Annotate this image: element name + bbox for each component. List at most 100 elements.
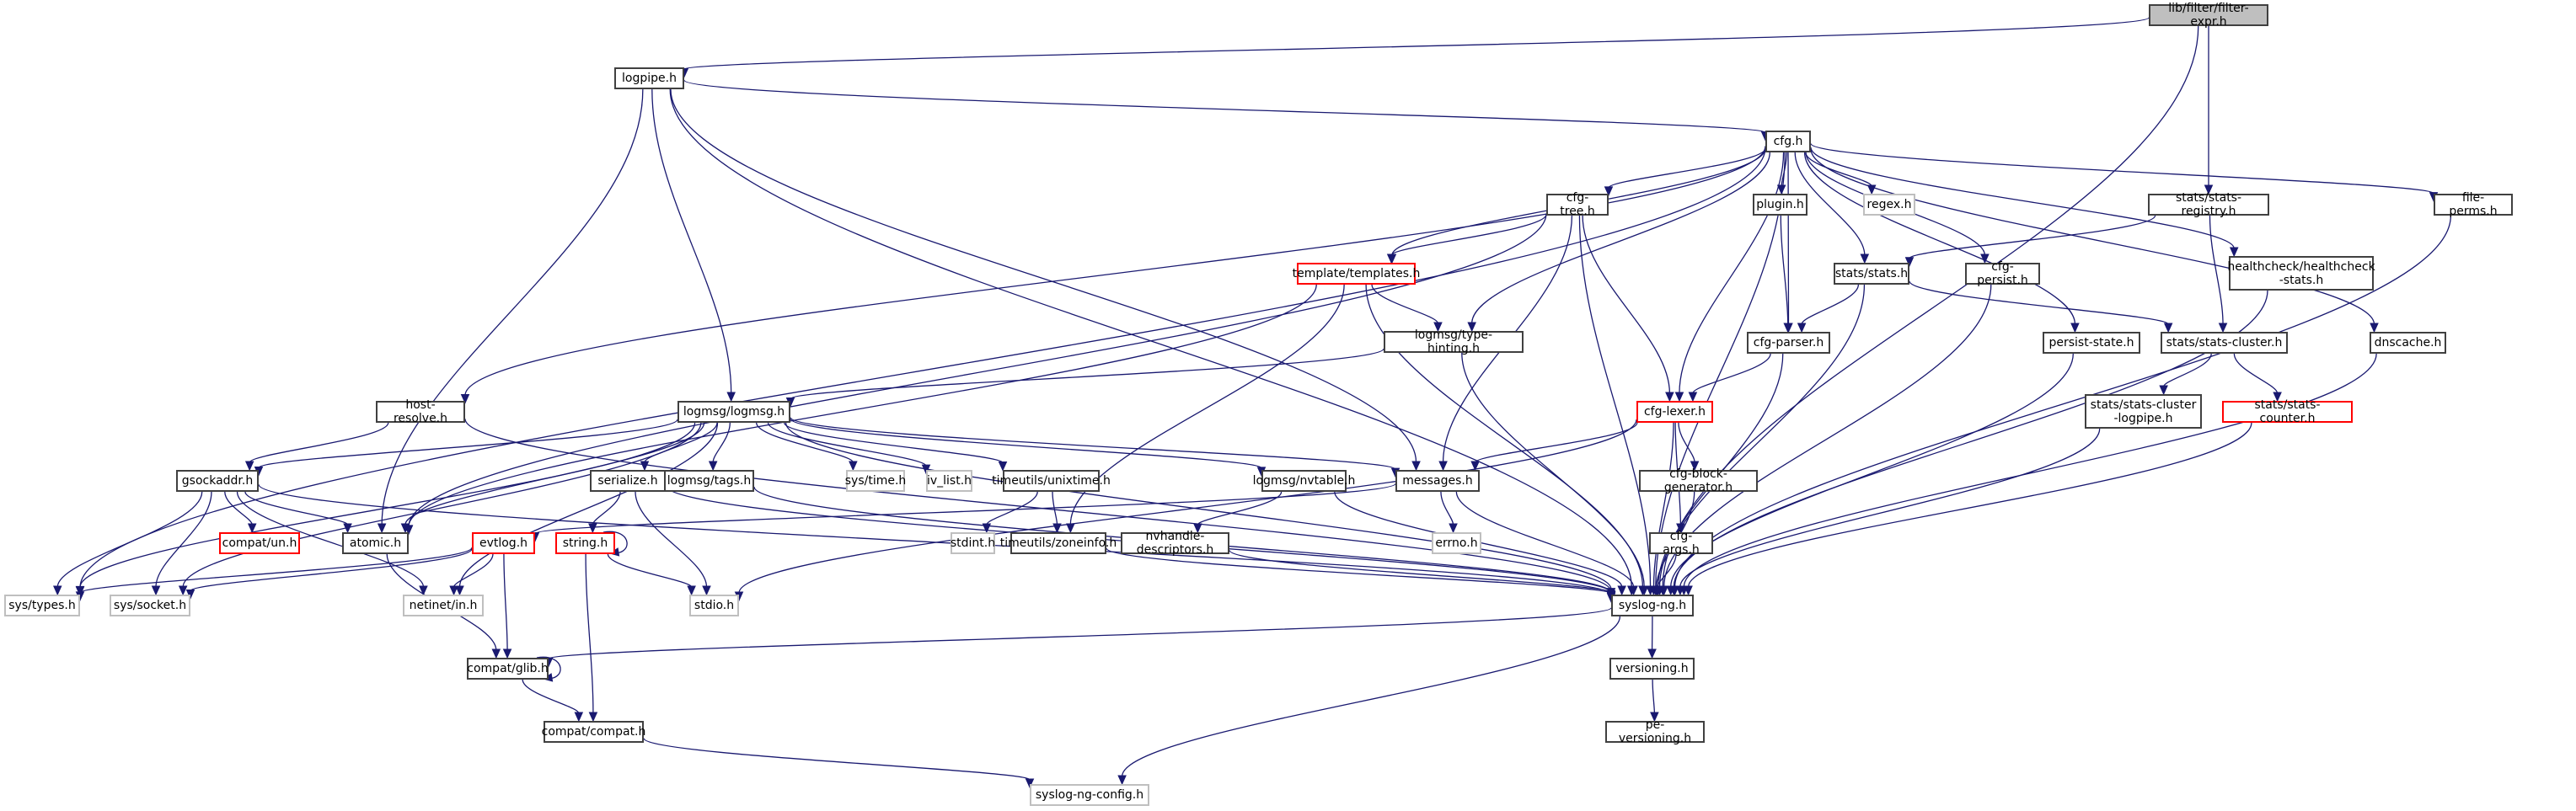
edge-cfg-h-to-stats-stats-h-arrowhead [1860,253,1870,264]
graph-node-compat-un-h[interactable]: compat/un.h [219,532,300,554]
edge-stats-stats-cluster-h-to-stats-stats-counter-h-arrowhead [2273,392,2282,403]
edge-evtlog-h-to-sys-types-h [79,547,473,594]
node-label: cfg-block-generator.h [1663,467,1733,494]
graph-node-stats-stats-registry-h[interactable]: stats/stats-registry.h [2148,191,2269,218]
graph-node-cfg-h[interactable]: cfg.h [1765,131,1811,152]
edge-cfg-h-to-cfg-lexer-h-arrowhead [1674,392,1684,403]
edge-plugin-h-to-cfg-parser-h [1780,215,1789,325]
graph-node-logmsg-type-hinting-h[interactable]: logmsg/type-hinting.h [1384,328,1524,355]
graph-node-cfg-parser-h[interactable]: cfg-parser.h [1747,332,1830,354]
graph-node-pe-versioning-h[interactable]: pe-versioning.h [1605,718,1705,745]
graph-node-dnscache-h[interactable]: dnscache.h [2370,332,2446,354]
node-label: compat/glib.h [467,662,549,675]
edge-logmsg-logmsg-h-to-timeutils-unixtime-h-arrowhead [998,461,1008,472]
node-label: versioning.h [1615,662,1689,675]
graph-node-stats-stats-cluster-logpipe-h[interactable]: stats/stats-cluster -logpipe.h [2085,394,2202,429]
graph-node-cfg-args-h[interactable]: cfg-args.h [1649,530,1713,557]
edge-messages-h-to-errno-h-arrowhead [1449,523,1458,534]
edge-logmsg-logmsg-h-to-serialize-h-arrowhead [640,461,650,472]
edge-template-templates-h-to-logmsg-type-hinting-h [1371,284,1439,324]
edge-cfg-h-to-plugin-h-arrowhead [1776,184,1786,195]
edge-logmsg-logmsg-h-to-logmsg-tags-h-arrowhead [708,461,718,472]
edge-logmsg-logmsg-h-to-iv-list-h [767,422,927,467]
node-label: stats/stats-counter.h [2254,398,2321,425]
edge-template-templates-h-to-timeutils-zoneinfo-h-arrowhead [1066,523,1075,534]
graph-node-healthcheck-healthcheck-stats-h[interactable]: healthcheck/healthcheck -stats.h [2227,256,2375,291]
graph-node-plugin-h[interactable]: plugin.h [1753,194,1807,216]
edge-stats-stats-h-to-cfg-parser-h-arrowhead [1797,323,1807,333]
graph-node-stats-stats-h[interactable]: stats/stats.h [1834,263,1909,285]
graph-node-host-resolve-h[interactable]: host-resolve.h [376,398,465,425]
node-label: cfg-args.h [1663,530,1700,557]
graph-node-stats-stats-counter-h[interactable]: stats/stats-counter.h [2222,398,2353,425]
edge-logpipe-h-to-messages-h [670,88,1417,463]
edge-logmsg-logmsg-h-to-sys-time-h-arrowhead [849,461,858,472]
node-label: logmsg/logmsg.h [683,405,785,419]
edge-gsockaddr-h-to-netinet-in-h-arrowhead [419,585,428,596]
graph-node-messages-h[interactable]: messages.h [1395,470,1480,492]
node-label: lib/filter/filter-expr.h [2168,2,2249,29]
graph-node-template-templates-h[interactable]: template/templates.h [1293,263,1420,285]
graph-node-logmsg-tags-h[interactable]: logmsg/tags.h [664,470,754,492]
graph-node-logmsg-nvtable-h[interactable]: logmsg/nvtable.h [1253,470,1355,492]
node-label: errno.h [1435,536,1478,550]
edge-cfg-lexer-h-to-stdio-h [738,419,1637,594]
edge-logmsg-type-hinting-h-to-syslog-ng-h [1461,352,1645,588]
node-label: netinet/in.h [409,599,478,612]
graph-node-cfg-tree-h[interactable]: cfg-tree.h [1546,191,1609,218]
edge-stats-stats-cluster-h-to-stats-stats-cluster-logpipe-h-arrowhead [2159,385,2168,396]
edge-cfg-h-to-dnscache-h-arrowhead [2370,323,2379,333]
edge-evtlog-h-to-netinet-in-h [453,553,494,588]
edge-cfg-h-to-sys-types-h [79,147,1766,589]
graph-node-nvhandle-descriptors-h[interactable]: nvhandle-descriptors.h [1121,530,1229,557]
graph-node-string-h[interactable]: string.h [555,532,615,554]
node-label: stats/stats-cluster.h [2166,336,2283,349]
graph-node-timeutils-zoneinfo-h[interactable]: timeutils/zoneinfo.h [1000,532,1117,554]
graph-node-serialize-h[interactable]: serialize.h [590,470,666,492]
edge-cfg-h-to-file-perms-h [1810,142,2434,195]
edge-atomic-h-to-compat-glib-h-arrowhead [491,648,501,659]
edge-timeutils-unixtime-h-to-stdint-h [986,491,1038,526]
edge-cfg-h-to-healthcheck-healthcheck-stats-h-arrowhead [2229,247,2239,258]
graph-node-timeutils-unixtime-h[interactable]: timeutils/unixtime.h [992,470,1111,492]
edge-stats-stats-h-to-cfg-parser-h [1801,284,1860,325]
graph-node-stats-stats-cluster-h[interactable]: stats/stats-cluster.h [2161,332,2288,354]
node-label: string.h [562,536,608,550]
edge-serialize-h-to-stdio-h-arrowhead [702,585,711,596]
graph-node-errno-h: errno.h [1432,532,1481,554]
graph-node-evtlog-h[interactable]: evtlog.h [472,532,535,554]
edge-host-resolve-h-to-gsockaddr-h-arrowhead [244,461,254,472]
edge-gsockaddr-h-to-sys-types-h [56,491,203,588]
graph-node-persist-state-h[interactable]: persist-state.h [2043,332,2140,354]
graph-node-atomic-h[interactable]: atomic.h [342,532,409,554]
edge-cfg-tree-h-to-template-templates-h [1390,214,1547,256]
edge-compat-glib-h-to-compat-compat-h-arrowhead [574,712,584,723]
edge-timeutils-unixtime-h-to-timeutils-zoneinfo-h [1052,491,1058,526]
edge-cfg-lexer-h-to-messages-h [1474,422,1638,463]
graph-node-sys-socket-h: sys/socket.h [110,595,190,616]
graph-node-syslog-ng-h[interactable]: syslog-ng.h [1611,595,1694,616]
graph-node-syslog-ng-config-h: syslog-ng-config.h [1030,784,1149,806]
node-label: plugin.h [1756,198,1804,211]
graph-node-compat-compat-h[interactable]: compat/compat.h [542,721,645,743]
graph-node-cfg-block-generator-h[interactable]: cfg-block-generator.h [1639,467,1758,494]
edge-gsockaddr-h-to-sys-socket-h [155,491,212,588]
node-label: timeutils/unixtime.h [992,474,1111,488]
edge-cfg-h-to-cfg-lexer-h [1679,152,1785,394]
graph-node-cfg-persist-h[interactable]: cfg-persist.h [1965,260,2040,287]
edge-syslog-ng-h-to-syslog-ng-config-h-arrowhead [1117,775,1127,786]
node-label: iv_list.h [926,474,972,488]
node-label: gsockaddr.h [181,474,254,488]
edge-lib-filter-filter-expr-h-to-syslog-ng-h [1662,25,2199,588]
edge-cfg-h-to-logmsg-type-hinting-h-arrowhead [1467,322,1476,333]
graph-node-logpipe-h[interactable]: logpipe.h [614,67,684,89]
edge-evtlog-h-to-sys-socket-h-arrowhead [185,590,195,600]
graph-node-gsockaddr-h[interactable]: gsockaddr.h [176,470,259,492]
graph-node-cfg-lexer-h[interactable]: cfg-lexer.h [1636,401,1713,423]
graph-node-compat-glib-h[interactable]: compat/glib.h [467,658,549,680]
edge-stats-stats-cluster-logpipe-h-to-syslog-ng-h [1679,428,2101,588]
graph-node-file-perms-h[interactable]: file-perms.h [2434,191,2513,218]
node-label: cfg-persist.h [1977,260,2028,287]
graph-node-logmsg-logmsg-h[interactable]: logmsg/logmsg.h [677,401,790,423]
graph-node-versioning-h[interactable]: versioning.h [1609,658,1695,680]
